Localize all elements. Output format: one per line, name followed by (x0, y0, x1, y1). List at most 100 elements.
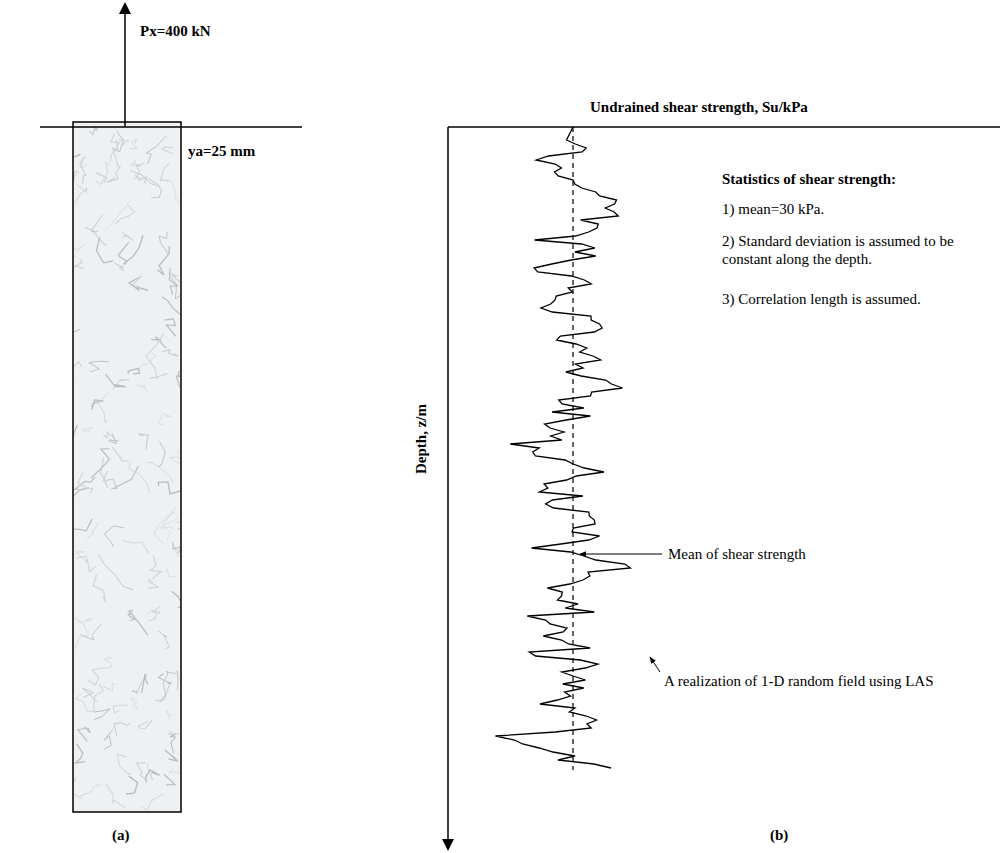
marble-vein (113, 140, 119, 167)
marble-vein (176, 371, 180, 388)
marble-vein (73, 519, 92, 531)
marble-vein (73, 617, 88, 649)
marble-vein (161, 507, 175, 529)
marble-vein (162, 147, 173, 155)
load-arrow (124, 8, 126, 127)
marble-vein (172, 591, 181, 608)
marble-vein (157, 246, 169, 275)
marble-vein (124, 235, 143, 264)
marble-vein (117, 754, 130, 774)
marble-vein (159, 232, 168, 255)
marble-vein (119, 140, 129, 145)
marble-vein (119, 242, 129, 265)
marble-vein (77, 556, 96, 572)
marble-vein (158, 413, 170, 424)
marble-vein (106, 784, 125, 808)
marble-vein (89, 361, 109, 372)
marble-vein (142, 674, 148, 693)
marble-vein (94, 684, 103, 712)
marble-vein (159, 442, 165, 467)
random-field-line (495, 127, 630, 768)
marble-vein (169, 268, 177, 295)
marble-vein (122, 232, 133, 240)
marble-vein (166, 567, 176, 576)
marble-vein (98, 393, 109, 423)
marble-vein (91, 449, 110, 478)
marble-vein (114, 723, 131, 736)
ground-line (40, 126, 302, 128)
marble-vein (149, 606, 160, 621)
callout-text: Mean of shear strength (668, 545, 806, 563)
marble-vein (104, 526, 123, 547)
marble-vein (93, 575, 105, 603)
marble-vein (151, 337, 166, 348)
marble-vein (165, 750, 178, 761)
marble-vein (76, 744, 85, 763)
marble-vein (87, 523, 99, 539)
marble-vein (148, 579, 158, 588)
marble-vein (164, 518, 178, 540)
leader-line (650, 657, 660, 672)
marble-vein (130, 171, 158, 186)
marble-vein (85, 227, 107, 245)
marble-vein (94, 709, 110, 720)
marble-vein (107, 166, 120, 183)
marble-vein (108, 433, 118, 443)
marble-vein (80, 158, 87, 168)
note-text: 1) mean=30 kPa. (722, 200, 824, 218)
marble-vein (174, 546, 181, 558)
marble-vein (80, 624, 101, 640)
marble-vein (96, 173, 107, 183)
marble-vein (166, 710, 172, 721)
load-label: Px=400 kN (140, 22, 211, 40)
marble-vein (150, 374, 168, 379)
marble-vein (137, 384, 147, 392)
marble-vein (133, 276, 142, 287)
note-text: 3) Correlation length is assumed. (722, 290, 921, 308)
marble-vein (73, 778, 81, 799)
marble-vein (150, 555, 161, 579)
mean-line (572, 127, 573, 770)
marble-vein (76, 695, 94, 712)
marble-vein (169, 450, 181, 464)
marble-vein (73, 329, 80, 353)
marble-vein (139, 353, 155, 369)
marble-vein (158, 482, 180, 494)
strength-axis (448, 126, 1000, 128)
marble-vein (73, 488, 89, 508)
marble-vein (122, 541, 149, 554)
marble-vein (159, 674, 172, 684)
marble-vein (170, 277, 181, 299)
marble-vein (115, 205, 134, 224)
marble-vein (129, 610, 148, 635)
marble-vein (135, 175, 146, 184)
marble-vein (132, 674, 147, 693)
marble-vein (162, 297, 181, 315)
marble-vein (158, 631, 170, 649)
marble-vein (141, 794, 163, 810)
marble-vein (129, 462, 150, 493)
axis-title: Depth, z/m (412, 404, 430, 474)
marble-vein (103, 471, 116, 489)
marble-vein (134, 163, 144, 179)
marble-vein (146, 610, 160, 615)
note-text: 2) Standard deviation is assumed to be c… (722, 232, 997, 268)
marble-vein (114, 263, 124, 271)
marble-vein (82, 427, 93, 432)
leader-line (580, 554, 662, 555)
marble-vein (104, 730, 113, 750)
marble-vein (102, 657, 113, 669)
marble-vein (165, 775, 175, 785)
marble-vein (74, 184, 87, 204)
note-heading: Statistics of shear strength: (722, 170, 896, 188)
marble-vein (103, 683, 117, 690)
marble-vein (139, 434, 149, 449)
marble-vein (146, 770, 160, 783)
marble-vein (146, 136, 166, 165)
callout-text: A realization of 1-D random field using … (664, 672, 954, 690)
marble-vein (131, 697, 138, 710)
marble-vein (129, 139, 137, 149)
marble-vein (161, 164, 171, 181)
marble-vein (80, 156, 86, 184)
